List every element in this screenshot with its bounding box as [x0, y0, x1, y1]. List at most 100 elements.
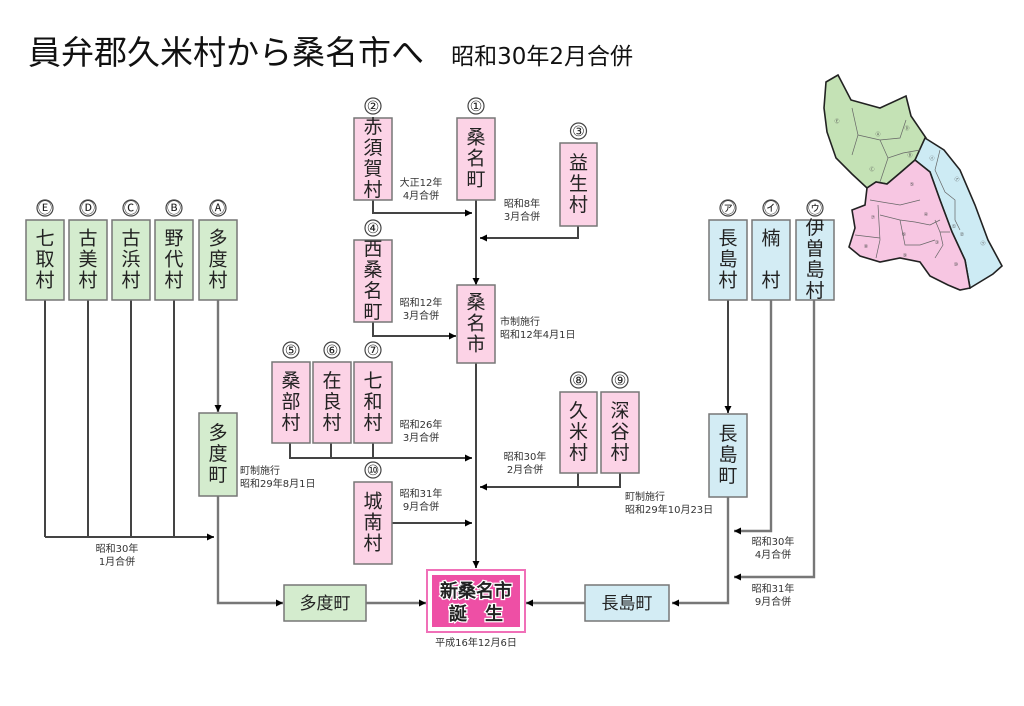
final-box-inner — [432, 575, 520, 627]
box-rect — [559, 391, 598, 474]
note-line: 3月合併 — [403, 431, 439, 444]
box-rect — [353, 239, 393, 323]
note-line: 昭和29年8月1日 — [240, 477, 315, 490]
note-line: 3月合併 — [504, 210, 540, 223]
note-line: 町制施行 — [625, 490, 665, 503]
box-char: 村 — [164, 270, 183, 292]
svg-text:③: ③ — [935, 240, 939, 246]
box-tado-town-v: 多度町 — [198, 412, 238, 497]
note-line: 9月合併 — [403, 500, 439, 513]
note-line: 1月合併 — [99, 555, 135, 568]
box-char: 村 — [121, 270, 140, 292]
box-char: 七 — [363, 370, 382, 392]
note-line: 昭和30年 — [752, 535, 795, 548]
note-line: 4月合併 — [755, 548, 791, 561]
connector-i — [734, 300, 773, 535]
box-nagashima-town-v: 長島町 — [708, 413, 748, 498]
number-badge-circle — [806, 199, 824, 217]
connector-nishikuwana — [372, 322, 456, 340]
box-rect — [198, 412, 238, 497]
box-char: 良 — [322, 391, 341, 413]
svg-text:①: ① — [952, 224, 957, 230]
box-char: 古 — [78, 228, 97, 250]
box-char: 長 — [718, 423, 737, 445]
box-char: 村 — [35, 270, 54, 292]
note-line: 2月合併 — [507, 463, 543, 476]
number-badge-circle — [569, 122, 588, 140]
box-char: 村 — [363, 533, 382, 555]
note-line: 9月合併 — [755, 595, 791, 608]
connector-u — [734, 300, 816, 581]
note-line: 4月合併 — [403, 189, 439, 202]
box-char: 町 — [208, 464, 227, 486]
number-badge-circle — [79, 199, 97, 217]
box-char: 村 — [363, 412, 382, 434]
svg-text:Ⓑ: Ⓑ — [907, 152, 912, 159]
connector-masuo — [480, 226, 579, 242]
number-badge-circle — [719, 199, 737, 217]
number-badge-circle — [364, 219, 382, 237]
box-char: 島 — [718, 249, 737, 271]
title-subtitle: 昭和30年2月合併 — [451, 44, 633, 70]
note-line: 市制施行 — [500, 315, 540, 328]
note-line: 昭和31年 — [400, 487, 443, 500]
number-badge: ⑧ — [572, 373, 585, 389]
box-char: 村 — [718, 270, 737, 292]
connector-akasuka — [372, 200, 472, 217]
number-badge-circle — [122, 199, 140, 217]
number-badge: ④ — [367, 221, 380, 237]
box-char: 町 — [363, 301, 382, 323]
box-char: 古 — [121, 228, 140, 250]
svg-text:②: ② — [960, 232, 965, 238]
box-char: 美 — [78, 249, 97, 271]
box-rect — [353, 361, 393, 444]
number-badge: ③ — [572, 124, 585, 140]
box-char: 西 — [363, 238, 382, 260]
box-char: 村 — [610, 442, 629, 464]
box-rect — [353, 481, 393, 565]
number-badge-circle — [364, 97, 382, 115]
svg-text:Ⓓ: Ⓓ — [904, 125, 909, 132]
number-badge: Ⓐ — [211, 201, 225, 217]
number-badge: Ⓑ — [167, 201, 181, 217]
number-badge-circle — [364, 341, 382, 359]
box-tado-town-h: 多度町 — [283, 584, 367, 622]
box-char: 浜 — [121, 249, 140, 271]
box-char: 曽 — [805, 238, 824, 260]
page-title: 員弁郡久米村から桑名市へ 昭和30年2月合併 — [28, 26, 633, 74]
connector-nagashima-down — [672, 497, 730, 607]
box-char: 度 — [208, 249, 227, 271]
svg-text:㋐: ㋐ — [954, 176, 959, 183]
box-char: 和 — [363, 391, 382, 413]
number-badge-circle — [762, 199, 780, 217]
box-char: 赤 — [363, 116, 382, 138]
box-char: 市 — [466, 334, 485, 356]
box-label: 長島町 — [602, 594, 653, 614]
number-badge: Ⓓ — [81, 201, 95, 217]
box-rect — [353, 117, 393, 201]
number-badge-circle — [165, 199, 183, 217]
box-char: 賀 — [363, 158, 382, 180]
svg-text:Ⓔ: Ⓔ — [834, 118, 839, 125]
svg-text:Ⓒ: Ⓒ — [869, 166, 874, 173]
box-char: 村 — [208, 270, 227, 292]
box-rect — [708, 219, 748, 301]
number-badge: ② — [367, 99, 380, 115]
number-badge-circle — [282, 341, 300, 359]
box-char: 島 — [718, 444, 737, 466]
